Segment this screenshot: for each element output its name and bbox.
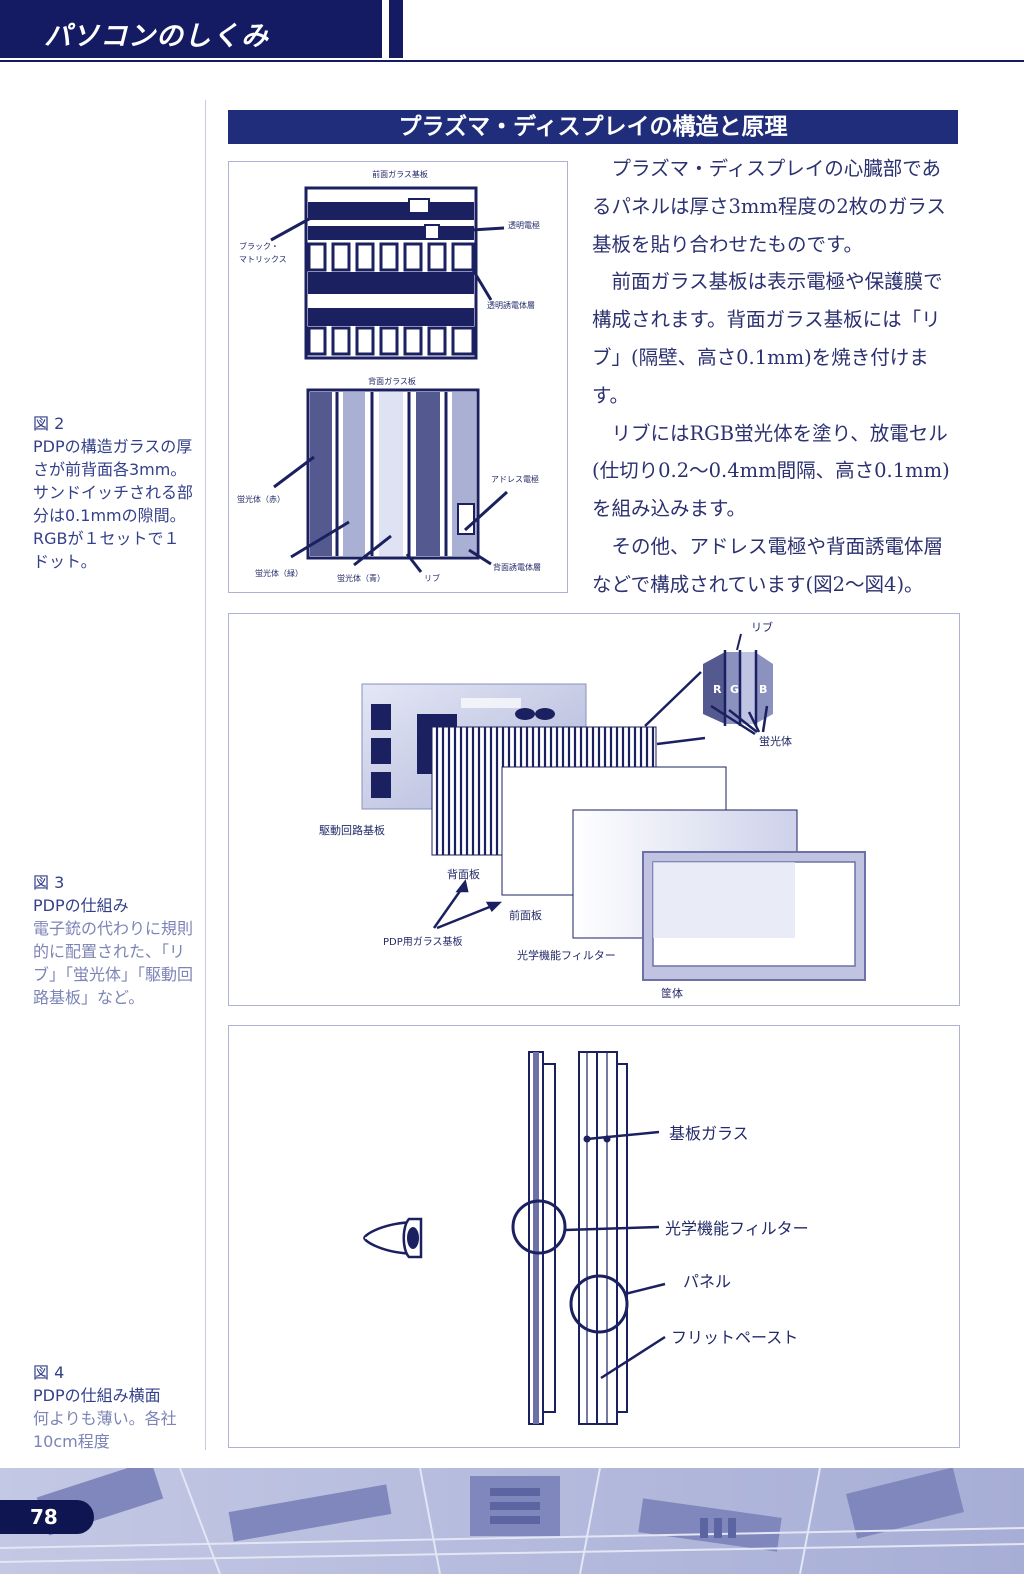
caption-fig2: 図 2 PDPの構造ガラスの厚さが前背面各3mm。 サンドイッチされる部分は0.…	[33, 412, 193, 573]
section-title: プラズマ・ディスプレイの構造と原理	[228, 110, 958, 144]
paragraph: 前面ガラス基板は表示電極や保護膜で構成されます。背面ガラス基板には「リブ」(隔壁…	[592, 270, 943, 407]
label-panel: パネル	[683, 1272, 731, 1291]
label-transparent-dielectric: 透明誘電体層	[487, 300, 535, 310]
column-divider	[205, 100, 206, 1450]
page-number: 78	[30, 1505, 58, 1529]
page-footer	[0, 1460, 1024, 1575]
label-black-matrix-2: マトリックス	[239, 255, 287, 264]
caption-desc: 電子銃の代わりに規則的に配置された、「リブ」「蛍光体」「駆動回路基板」など。	[33, 919, 194, 1007]
page-header: パソコンのしくみ	[0, 0, 1024, 66]
label-optical-filter: 光学機能フィルター	[517, 948, 616, 962]
label-front-glass: 前面ガラス基板	[372, 169, 428, 179]
label-black-matrix: ブラック・	[239, 241, 279, 251]
fig4-diagram: 基板ガラス 光学機能フィルター パネル フリットペースト	[363, 1051, 809, 1425]
paragraph: リブにはRGB蛍光体を塗り、放電セル(仕切り0.2〜0.4mm間隔、高さ0.1m…	[592, 421, 950, 521]
caption-number: 図 4	[33, 1363, 65, 1382]
label-r: R	[713, 683, 722, 696]
label-optical-filter: 光学機能フィルター	[665, 1219, 809, 1238]
caption-title: PDPの仕組み	[33, 896, 129, 915]
caption-title: PDPの仕組み横面	[33, 1386, 161, 1405]
chapter-title: パソコンのしくみ	[44, 21, 270, 52]
label-back-dielectric: 背面誘電体層	[493, 562, 541, 572]
label-b: B	[759, 683, 767, 696]
label-phosphor-green: 蛍光体（緑）	[255, 568, 303, 578]
label-housing: 筐体	[661, 986, 683, 1000]
caption-number: 図 3	[33, 873, 65, 892]
figure-3: R G B リブ 蛍光体 駆動回路基板 背面板 前面板 PDP用ガラス基板 光学…	[228, 613, 960, 1006]
label-transparent-electrode: 透明電極	[508, 220, 540, 230]
fig3-diagram: R G B リブ 蛍光体 駆動回路基板 背面板 前面板 PDP用ガラス基板 光学…	[319, 620, 866, 1000]
label-address-electrode: アドレス電極	[491, 474, 539, 484]
label-phosphor: 蛍光体	[759, 734, 792, 748]
body-text: プラズマ・ディスプレイの心臓部であるパネルは厚さ3mm程度の2枚のガラス基板を貼…	[592, 150, 960, 604]
paragraph: プラズマ・ディスプレイの心臓部であるパネルは厚さ3mm程度の2枚のガラス基板を貼…	[592, 157, 946, 256]
header-rule	[0, 60, 1024, 62]
label-g: G	[730, 683, 739, 696]
label-front-plate: 前面板	[509, 908, 542, 922]
label-phosphor-red: 蛍光体（赤）	[237, 494, 285, 504]
caption-number: 図 2	[33, 414, 65, 433]
caption-desc: サンドイッチされる部分は0.1mmの隙間。RGBが１セットで１ドット。	[33, 483, 194, 571]
caption-title: PDPの構造ガラスの厚さが前背面各3mm。	[33, 437, 193, 479]
circuit-board-image	[0, 1460, 1024, 1575]
page-number-badge	[0, 1500, 94, 1534]
figure-2: 前面ガラス基板 ブラック・ マトリックス 透明電極 透明誘電体層 背面ガラス板	[228, 161, 568, 593]
label-back-plate: 背面板	[447, 867, 480, 881]
figure-4: 基板ガラス 光学機能フィルター パネル フリットペースト	[228, 1025, 960, 1448]
label-rib: リブ	[424, 573, 440, 583]
caption-desc: 何よりも薄い。各社10cm程度	[33, 1409, 177, 1451]
label-substrate-glass: 基板ガラス	[669, 1124, 749, 1143]
header-bar	[0, 0, 382, 58]
label-phosphor-blue: 蛍光体（青）	[337, 573, 385, 583]
caption-fig3: 図 3 PDPの仕組み 電子銃の代わりに規則的に配置された、「リブ」「蛍光体」「…	[33, 871, 193, 1009]
label-pdp-glass: PDP用ガラス基板	[383, 935, 463, 948]
fig2-diagram: 前面ガラス基板 ブラック・ マトリックス 透明電極 透明誘電体層 背面ガラス板	[237, 169, 541, 583]
label-back-glass: 背面ガラス板	[368, 376, 416, 386]
label-drive-circuit: 駆動回路基板	[319, 823, 385, 837]
label-frit-paste: フリットペースト	[671, 1328, 798, 1347]
paragraph: その他、アドレス電極や背面誘電体層などで構成されています(図2〜図4)。	[592, 534, 944, 596]
label-rib: リブ	[751, 620, 773, 634]
header-stripe	[389, 0, 403, 58]
caption-fig4: 図 4 PDPの仕組み横面 何よりも薄い。各社10cm程度	[33, 1361, 193, 1453]
